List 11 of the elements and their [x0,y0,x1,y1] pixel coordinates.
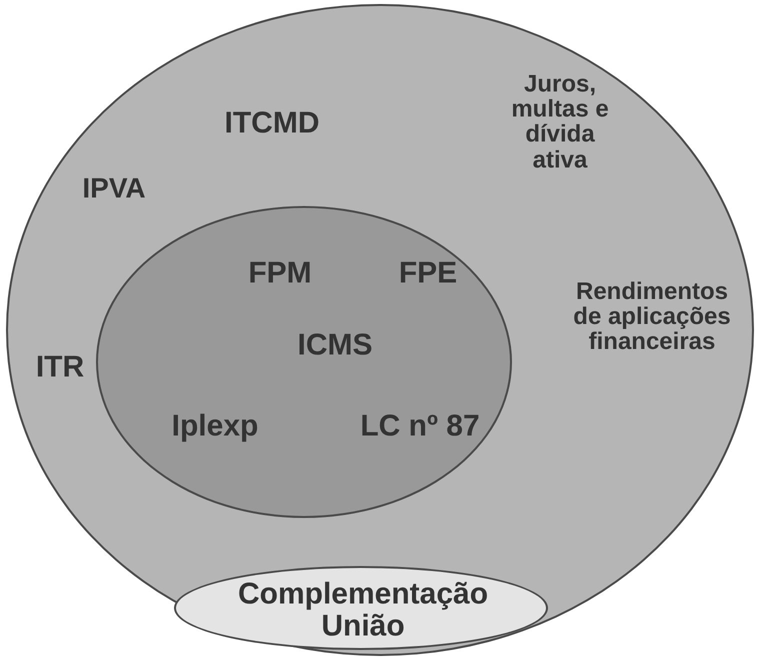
region-label: IPVA [81,173,147,203]
region-label: Complementação União [236,578,490,642]
region-label: LC nº 87 [359,410,481,442]
region-label: ITCMD [224,107,320,139]
region-label: Rendimentos de aplicações financeiras [572,279,732,355]
region-label: FPE [398,257,458,289]
region-label: ITR [34,351,86,383]
region-label: Juros, multas e dívida ativa [510,72,610,172]
region-label: ICMS [296,329,374,361]
region-label: FPM [247,257,313,289]
region-label: Iplexp [170,410,260,442]
